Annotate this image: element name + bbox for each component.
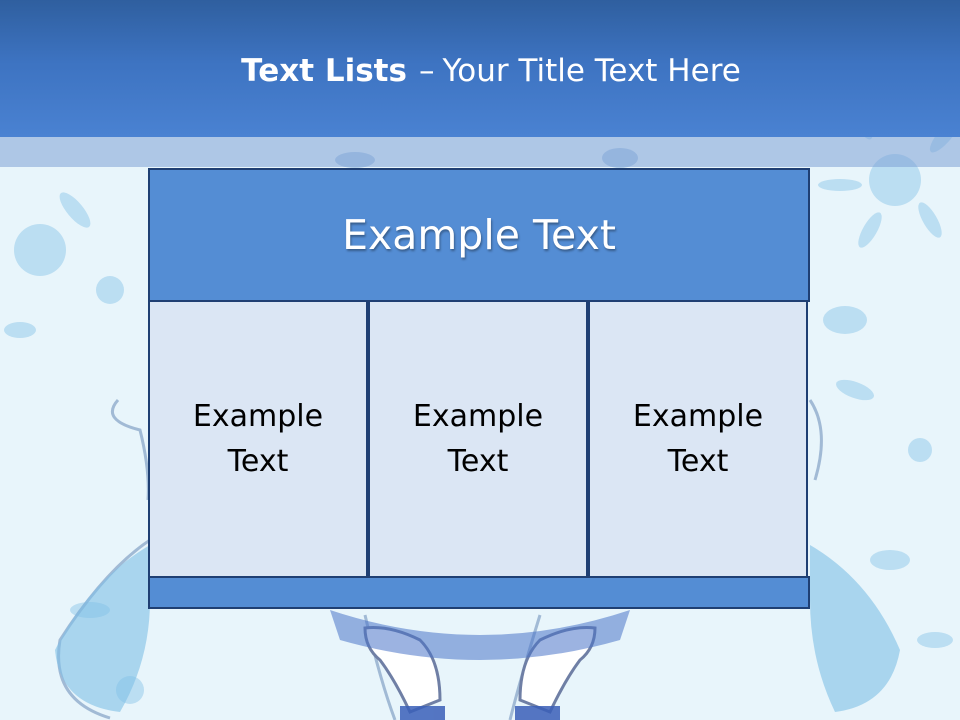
slide-title-bold: Text Lists xyxy=(241,53,407,89)
slide-title-separator: – xyxy=(418,53,435,89)
title-divider-strip xyxy=(0,137,960,167)
slide-title: Text Lists–Your Title Text Here xyxy=(0,53,960,89)
panel-column-2: Example Text xyxy=(368,300,588,578)
title-bar xyxy=(0,0,960,137)
column-1-line-2: Text xyxy=(227,444,289,479)
column-2-line-1: Example xyxy=(412,399,544,434)
slide-title-rest: Your Title Text Here xyxy=(442,53,741,89)
column-3-line-2: Text xyxy=(667,444,729,479)
panel-header: Example Text xyxy=(148,168,810,302)
column-3-line-1: Example xyxy=(632,399,764,434)
panel-footer-bar xyxy=(148,576,810,609)
text-list-panel: Example Text Example Text Example Text E… xyxy=(148,168,810,610)
panel-column-1: Example Text xyxy=(148,300,368,578)
column-2-line-2: Text xyxy=(447,444,509,479)
column-1-line-1: Example xyxy=(192,399,324,434)
panel-column-3: Example Text xyxy=(588,300,808,578)
